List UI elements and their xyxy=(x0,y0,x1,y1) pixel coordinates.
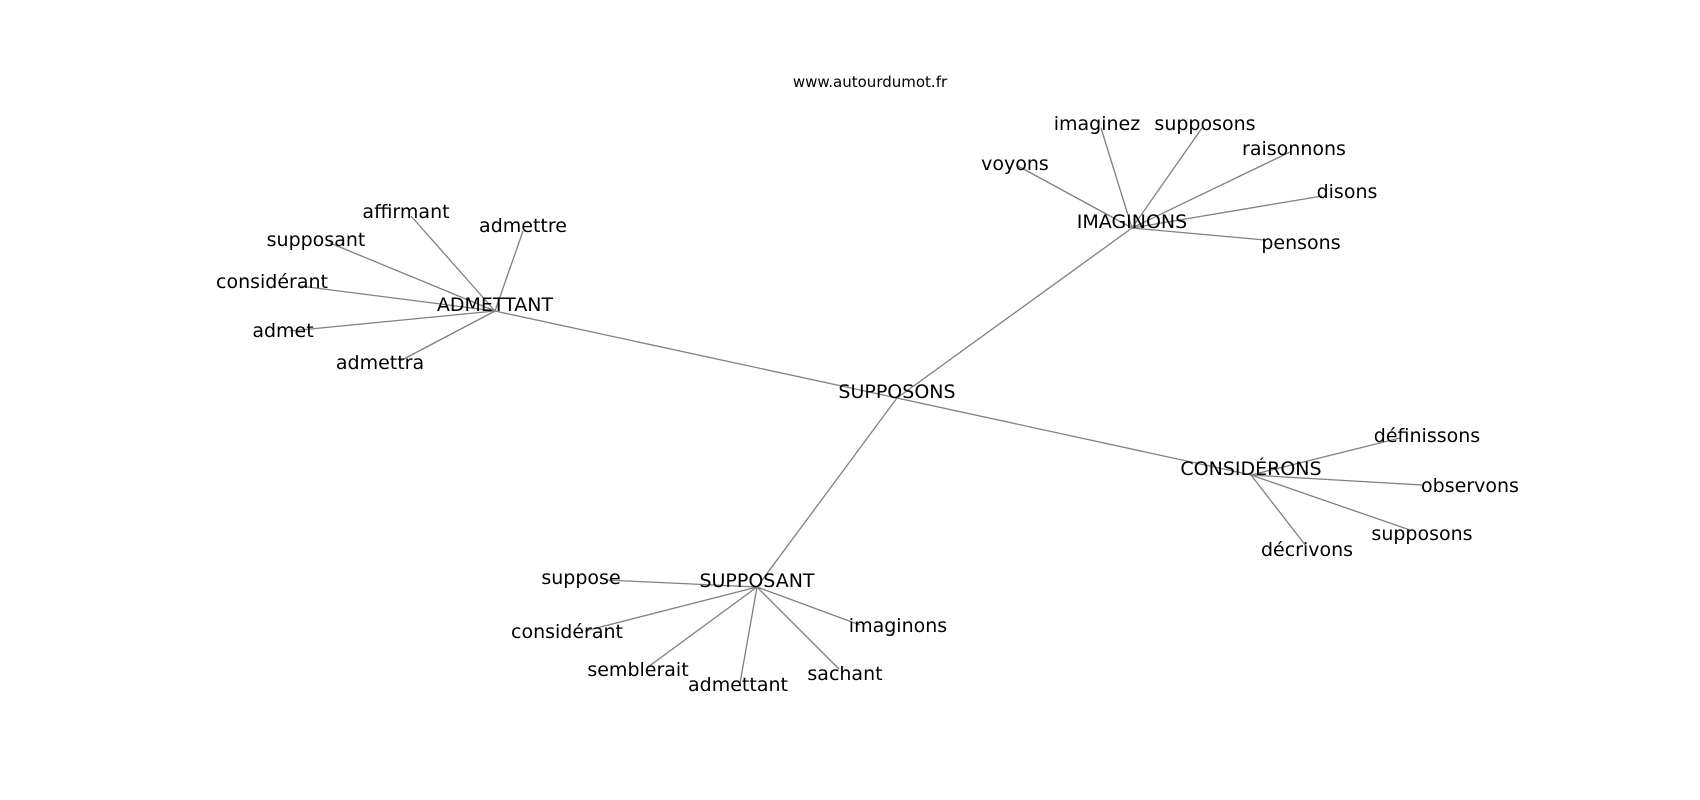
graph-edge xyxy=(1250,474,1423,486)
leaf-node-label[interactable]: raisonnons xyxy=(1242,138,1346,160)
graph-edge xyxy=(896,227,1133,399)
graph-edge xyxy=(605,579,758,588)
graph-edges xyxy=(289,127,1423,684)
leaf-node-label[interactable]: admettant xyxy=(688,674,788,696)
leaf-node-label[interactable]: décrivons xyxy=(1261,539,1353,561)
center-node[interactable]: SUPPOSONS xyxy=(838,381,955,403)
leaf-node-label[interactable]: pensons xyxy=(1261,232,1340,254)
leaf-node-label[interactable]: considérant xyxy=(511,621,623,643)
graph-edge xyxy=(1017,165,1133,229)
leaf-node-label[interactable]: admettra xyxy=(336,352,424,374)
cluster-supposant: SUPPOSANT suppose considérant imaginons … xyxy=(511,567,947,696)
graph-edge xyxy=(494,230,524,312)
site-url: www.autourdumot.fr xyxy=(793,73,948,91)
leaf-node-label[interactable]: observons xyxy=(1421,475,1519,497)
leaf-node-label[interactable]: suppose xyxy=(541,567,620,589)
hub-node-label[interactable]: ADMETTANT xyxy=(437,294,554,316)
graph-edge xyxy=(584,586,758,632)
leaf-node-label[interactable]: sachant xyxy=(807,663,882,685)
graph-edge xyxy=(756,586,840,670)
leaf-node-label[interactable]: admettre xyxy=(479,215,567,237)
leaf-node-label[interactable]: imaginons xyxy=(849,615,947,637)
graph-edge xyxy=(494,310,898,399)
cluster-considerons: CONSIDÉRONS définissons observons suppos… xyxy=(1180,425,1519,561)
graph-edge xyxy=(1100,127,1133,229)
graph-edge xyxy=(647,586,758,668)
hub-node-label[interactable]: CONSIDÉRONS xyxy=(1180,457,1321,480)
leaf-node-label[interactable]: définissons xyxy=(1374,425,1480,447)
leaf-node-label[interactable]: admet xyxy=(252,320,313,342)
leaf-node-label[interactable]: affirmant xyxy=(362,201,449,223)
graph-edge xyxy=(896,397,1252,476)
graph-edge xyxy=(1131,195,1323,229)
leaf-node-label[interactable]: supposons xyxy=(1154,113,1255,135)
graph-edge xyxy=(1250,474,1411,531)
graph-edge xyxy=(1131,151,1291,229)
hub-node-label[interactable]: SUPPOSANT xyxy=(699,570,814,592)
graph-edge xyxy=(329,242,496,312)
leaf-node-label[interactable]: imaginez xyxy=(1054,113,1141,135)
hub-node-label[interactable]: IMAGINONS xyxy=(1077,211,1187,233)
graph-edge xyxy=(739,586,758,684)
leaf-node-label[interactable]: considérant xyxy=(216,271,328,293)
graph-edge xyxy=(1131,127,1203,229)
cluster-imaginons: IMAGINONS imaginez supposons voyons rais… xyxy=(981,113,1377,254)
graph-edge xyxy=(299,285,496,312)
graph-edge xyxy=(410,215,496,312)
leaf-node-label[interactable]: semblerait xyxy=(587,659,688,681)
graph-edge xyxy=(756,586,861,626)
graph-edge xyxy=(399,310,496,362)
graph-edge xyxy=(1250,437,1401,476)
center-node-label[interactable]: SUPPOSONS xyxy=(838,381,955,403)
graph-edge xyxy=(289,310,496,332)
leaf-node-label[interactable]: supposant xyxy=(267,229,366,251)
graph-edge xyxy=(1131,227,1266,241)
leaf-node-label[interactable]: supposons xyxy=(1371,523,1472,545)
leaf-node-label[interactable]: disons xyxy=(1317,181,1378,203)
cluster-admettant: ADMETTANT affirmant admettre supposant c… xyxy=(216,201,567,374)
graph-edge xyxy=(1250,474,1307,547)
leaf-node-label[interactable]: voyons xyxy=(981,153,1049,175)
graph-edge xyxy=(756,397,898,588)
